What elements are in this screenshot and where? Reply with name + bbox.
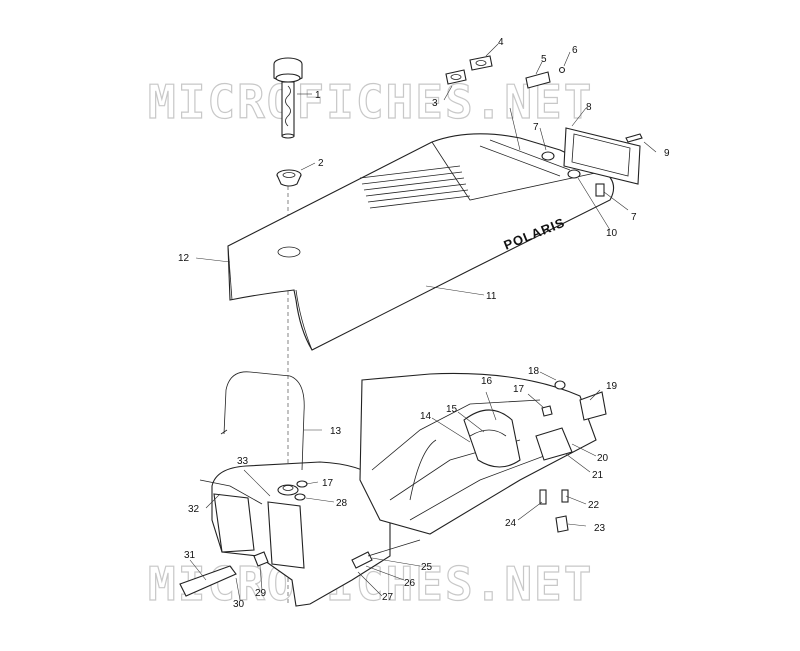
- callout-7-upper: 7: [533, 122, 539, 133]
- callout-4: 4: [498, 37, 504, 48]
- callout-15: 15: [446, 404, 458, 415]
- callout-23: 23: [594, 523, 606, 534]
- callout-8: 8: [586, 102, 592, 113]
- callout-31: 31: [184, 550, 196, 561]
- grommet: [276, 169, 302, 187]
- callout-21: 21: [592, 470, 604, 481]
- fuel-line: [223, 371, 305, 471]
- callout-5: 5: [541, 54, 547, 65]
- callout-12: 12: [178, 253, 190, 264]
- watermark-top: MICROFICHES.NET: [148, 75, 593, 129]
- callout-2: 2: [318, 158, 324, 169]
- callout-29: 29: [255, 588, 267, 599]
- fuel-gauge-cap: [273, 57, 303, 139]
- callout-13: 13: [330, 426, 342, 437]
- seat-cover: [227, 133, 615, 351]
- callout-17-lower: 17: [322, 478, 334, 489]
- callout-3: 3: [432, 98, 438, 109]
- callout-24: 24: [505, 518, 517, 529]
- callout-1: 1: [315, 90, 321, 101]
- callout-9: 9: [664, 148, 670, 159]
- callout-14: 14: [420, 411, 432, 422]
- callout-32: 32: [188, 504, 200, 515]
- callout-30: 30: [233, 599, 245, 610]
- callout-20: 20: [597, 453, 609, 464]
- callout-26: 26: [404, 578, 416, 589]
- callout-25: 25: [421, 562, 433, 573]
- fasteners: [179, 380, 569, 597]
- callout-19: 19: [606, 381, 618, 392]
- callout-10: 10: [606, 228, 618, 239]
- callout-22: 22: [588, 500, 600, 511]
- callout-6: 6: [572, 45, 578, 56]
- rear-bracket-parts: [445, 55, 643, 197]
- callout-7-lower: 7: [631, 212, 637, 223]
- callout-28: 28: [336, 498, 348, 509]
- callout-16: 16: [481, 376, 493, 387]
- callout-18: 18: [528, 366, 540, 377]
- callout-11: 11: [486, 291, 497, 302]
- callout-17-upper: 17: [513, 384, 525, 395]
- callout-33: 33: [237, 456, 249, 467]
- callout-27: 27: [382, 592, 394, 603]
- fuel-tank-assembly: [211, 372, 607, 607]
